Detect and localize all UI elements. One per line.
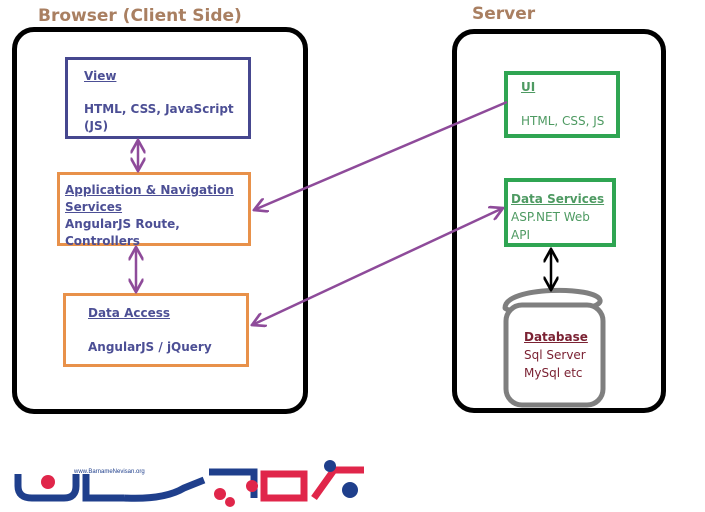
browser-title: Browser (Client Side) bbox=[38, 6, 242, 26]
database-text-1: Sql Server bbox=[524, 348, 586, 362]
view-box: View HTML, CSS, JavaScript (JS) bbox=[65, 57, 251, 139]
logo-graphic-icon: www.BarnameNevisan.org bbox=[14, 460, 364, 507]
data-services-text-1: ASP.NET Web bbox=[511, 210, 590, 224]
app-navigation-text: AngularJS Route, Controllers bbox=[65, 217, 180, 248]
server-title: Server bbox=[472, 4, 536, 24]
data-services-heading: Data Services bbox=[511, 192, 605, 206]
data-access-heading: Data Access bbox=[88, 306, 171, 320]
database-box: Database Sql Server MySql etc bbox=[524, 328, 599, 388]
ui-text: HTML, CSS, JS bbox=[521, 114, 605, 128]
app-navigation-box: Application & Navigation Services Angula… bbox=[57, 172, 251, 248]
data-services-text-2: API bbox=[511, 228, 530, 242]
database-cylinder-icon bbox=[502, 287, 606, 408]
ui-heading: UI bbox=[521, 80, 536, 94]
view-text: HTML, CSS, JavaScript (JS) bbox=[84, 102, 234, 133]
app-navigation-heading-1: Application & Navigation bbox=[65, 183, 234, 197]
ui-box: UI HTML, CSS, JS bbox=[504, 71, 620, 138]
database-text-2: MySql etc bbox=[524, 366, 583, 380]
app-navigation-heading-2: Services bbox=[65, 200, 123, 214]
logo-url: www.BarnameNevisan.org bbox=[73, 469, 145, 475]
view-heading: View bbox=[84, 69, 117, 83]
dataaccess-dataservices-arrow bbox=[252, 208, 503, 325]
ui-to-appnav-arrow bbox=[254, 100, 508, 210]
data-access-box: Data Access AngularJS / jQuery bbox=[63, 293, 249, 367]
data-services-box: Data Services ASP.NET Web API bbox=[504, 178, 616, 247]
database-heading: Database bbox=[524, 330, 588, 344]
data-access-text: AngularJS / jQuery bbox=[88, 340, 212, 354]
barnamenevisan-logo: www.BarnameNevisan.org bbox=[14, 460, 364, 512]
